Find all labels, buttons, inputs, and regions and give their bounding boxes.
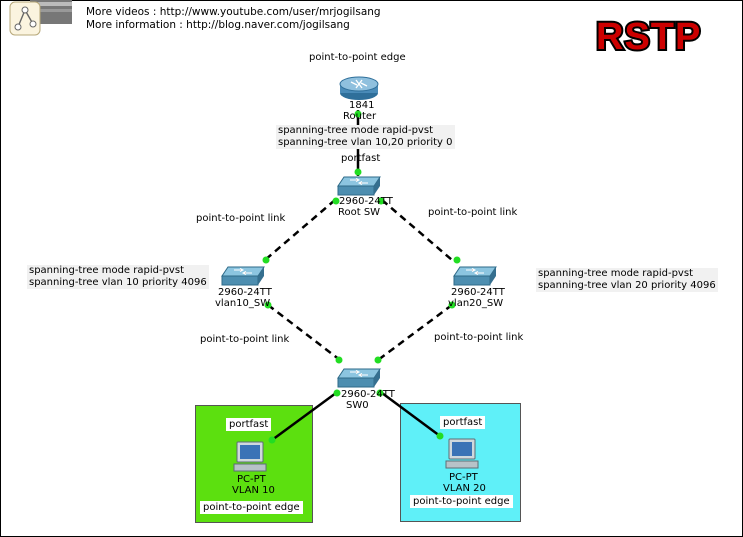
pc-icon[interactable]: [232, 440, 268, 474]
link-up-dot: [436, 432, 444, 440]
root-sw-model: 2960-24TT: [339, 196, 393, 207]
pc10-portfast-label: portfast: [226, 418, 272, 431]
router-name: Router: [343, 111, 377, 122]
router-config-line: spanning-tree vlan 10,20 priority 0: [278, 137, 453, 148]
link-up-dot: [376, 389, 384, 397]
vlan20-config-line: spanning-tree mode rapid-pvst: [538, 268, 693, 279]
pc10-model: PC-PT: [237, 474, 266, 485]
vlan20-config-line: spanning-tree vlan 20 priority 4096: [538, 280, 716, 291]
root-vlan20-link[interactable]: [381, 199, 453, 261]
link-up-dot: [333, 389, 341, 397]
link-up-dot: [453, 256, 461, 264]
link-up-dot: [354, 110, 362, 118]
switch-icon[interactable]: [336, 174, 382, 198]
link-up-dot: [262, 256, 270, 264]
root-vlan10-link[interactable]: [264, 199, 336, 261]
header-info: More videos : http://www.youtube.com/use…: [86, 6, 381, 32]
link-up-dot: [332, 197, 340, 205]
link-up-dot: [335, 356, 343, 364]
rstp-text: RSTP: [596, 16, 701, 56]
router-model: 1841: [349, 100, 375, 111]
pc20-vlan: VLAN 20: [443, 483, 486, 494]
router-config-line: spanning-tree mode rapid-pvst: [278, 125, 433, 136]
link-up-dot: [374, 356, 382, 364]
router-icon[interactable]: [338, 74, 380, 102]
vlan20-sw-name: vlan20_SW: [448, 298, 504, 309]
switch-icon[interactable]: [452, 264, 498, 288]
link-up-dot: [264, 301, 272, 309]
videos-link[interactable]: More videos : http://www.youtube.com/use…: [86, 6, 381, 18]
root-portfast-label: portfast: [341, 153, 381, 164]
sw0-model: 2960-24TT: [341, 389, 395, 400]
switch-icon[interactable]: [220, 264, 266, 288]
link-label-root-vlan20: point-to-point link: [428, 207, 518, 218]
vlan10-config-line: spanning-tree vlan 10 priority 4096: [29, 277, 207, 288]
pc-icon[interactable]: [444, 437, 480, 471]
sw0-name: SW0: [346, 400, 369, 411]
link-label-vlan20-sw0: point-to-point link: [434, 332, 524, 343]
vlan10-sw-name: vlan10_SW: [215, 298, 271, 309]
vlan10-sw0-link[interactable]: [267, 304, 341, 361]
vlan20-sw0-link[interactable]: [377, 303, 453, 362]
vlan10-sw-model: 2960-24TT: [218, 287, 272, 298]
vlan10-config-line: spanning-tree mode rapid-pvst: [29, 265, 184, 276]
link-up-dot: [448, 301, 456, 309]
switch-icon[interactable]: [336, 366, 382, 390]
pc20-portfast-label: portfast: [440, 416, 486, 429]
link-up-dot: [268, 436, 276, 444]
pc20-edge-label: point-to-point edge: [410, 495, 513, 508]
info-link[interactable]: More information : http://blog.naver.com…: [86, 19, 350, 31]
pc10-edge-label: point-to-point edge: [200, 501, 303, 514]
pc20-model: PC-PT: [449, 472, 478, 483]
vlan20-sw-model: 2960-24TT: [451, 287, 505, 298]
link-up-dot: [354, 168, 362, 176]
sw0-pc20-link[interactable]: [381, 391, 441, 438]
sw0-pc10-link[interactable]: [271, 391, 337, 442]
share-graph-icon: [9, 0, 72, 36]
rstp-badge: RSTP: [594, 14, 702, 56]
link-label-vlan10-sw0: point-to-point link: [200, 334, 290, 345]
root-sw-name: Root SW: [338, 207, 381, 218]
pc10-vlan: VLAN 10: [232, 485, 275, 496]
link-label-root-vlan10: point-to-point link: [196, 213, 286, 224]
router-edge-label: point-to-point edge: [309, 52, 406, 63]
link-status-dots: [262, 110, 461, 444]
link-up-dot: [377, 197, 385, 205]
